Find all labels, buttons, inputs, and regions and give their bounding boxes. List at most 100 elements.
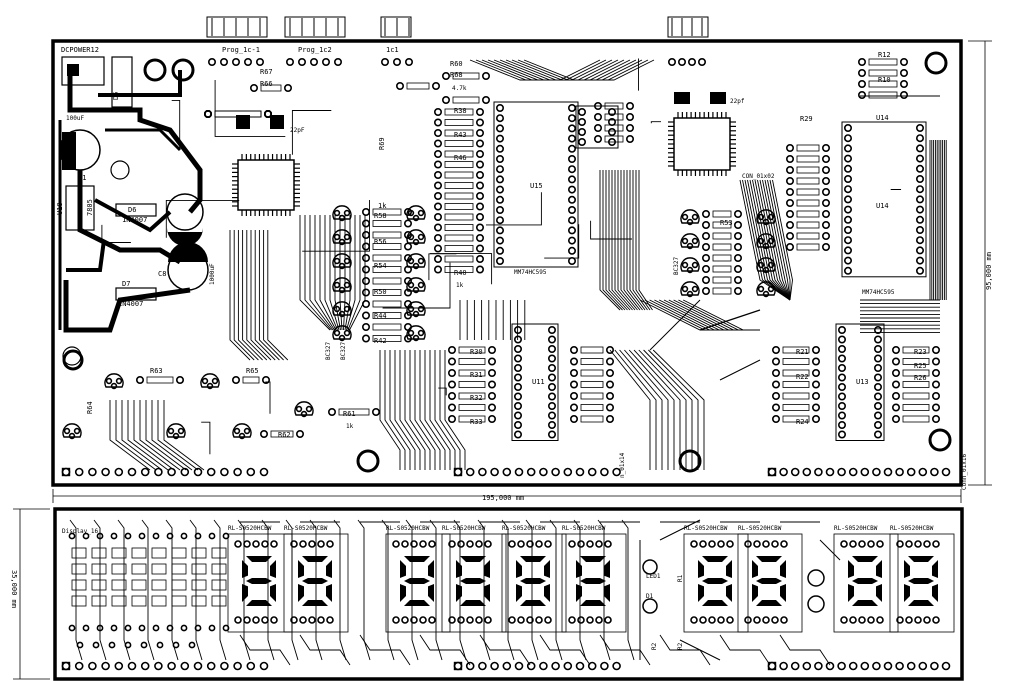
- resistor-body: [444, 213, 474, 221]
- segment: [752, 560, 758, 578]
- crystals: [236, 92, 726, 129]
- pad: [932, 540, 940, 548]
- pad: [567, 144, 576, 153]
- pad: [63, 427, 71, 435]
- pad: [843, 236, 852, 245]
- r50-label: R50: [374, 288, 387, 296]
- matrix-cell: [71, 595, 87, 607]
- pad: [547, 354, 556, 363]
- pad: [691, 237, 699, 245]
- pad: [290, 616, 298, 624]
- pad: [152, 624, 160, 632]
- pad: [785, 221, 794, 230]
- pad: [475, 171, 484, 180]
- pad: [447, 414, 456, 423]
- trace: [638, 349, 687, 470]
- trace: [141, 519, 155, 661]
- bottom-board-height-dimension: 35,000 mm: [10, 508, 50, 680]
- pad: [547, 363, 556, 372]
- pad: [595, 540, 603, 548]
- resistor-body: [712, 243, 732, 251]
- pad: [475, 213, 484, 222]
- pad: [569, 368, 578, 377]
- matrix-cell: [151, 547, 167, 559]
- pad: [361, 288, 370, 297]
- pad: [138, 624, 146, 632]
- trace: [77, 170, 182, 265]
- r68-value: 4.7k: [452, 85, 467, 92]
- power-section: [59, 56, 209, 366]
- pad: [686, 218, 694, 226]
- trace: [201, 421, 211, 455]
- pad: [514, 467, 524, 477]
- segment: [604, 584, 610, 602]
- display-part-label: RL-S0520HCBW: [890, 525, 934, 532]
- resistor-body: [444, 108, 474, 116]
- resistor-body: [452, 72, 480, 80]
- resistor-body: [458, 358, 486, 365]
- matrix-cell: [151, 595, 167, 607]
- matrix-cell: [71, 547, 87, 559]
- pad: [547, 325, 556, 334]
- matrix-cell: [191, 595, 207, 607]
- pad: [899, 80, 908, 89]
- trace: [324, 215, 338, 331]
- resistor-body: [580, 346, 604, 354]
- display-outline: [283, 533, 349, 633]
- pad: [300, 410, 308, 418]
- segment: [460, 556, 486, 562]
- resistor-body: [458, 381, 486, 388]
- bottom-board-outline: [53, 507, 964, 681]
- trace: [479, 634, 531, 666]
- transistor: [680, 281, 700, 296]
- pad: [825, 661, 835, 671]
- trace: [779, 634, 831, 666]
- pad: [785, 188, 794, 197]
- pad: [417, 281, 425, 289]
- trace: [649, 299, 701, 351]
- pad: [490, 467, 499, 477]
- r40-label: R40: [454, 269, 467, 277]
- pad: [895, 467, 904, 477]
- pad: [733, 254, 742, 263]
- pad: [681, 285, 689, 293]
- pad: [753, 616, 761, 624]
- resistor-arrays: [136, 57, 940, 438]
- r29-label: R29: [800, 115, 813, 123]
- trace: [254, 230, 276, 361]
- pad: [475, 540, 483, 548]
- matrix-cell: [191, 579, 207, 591]
- pad: [76, 641, 84, 649]
- conn-b-label: n_01x14: [619, 452, 626, 478]
- pad: [138, 532, 146, 540]
- pad: [811, 403, 820, 412]
- pad: [233, 661, 242, 671]
- top-board-height-dimension: 95,000 mm: [968, 40, 993, 486]
- trace: [632, 170, 648, 311]
- trace: [258, 230, 280, 361]
- resistor-body: [444, 255, 474, 263]
- pad: [873, 354, 882, 363]
- pad: [495, 185, 504, 194]
- bottom-copper-traces: [69, 519, 841, 666]
- pad: [206, 661, 216, 671]
- matrix-cell: [131, 547, 147, 559]
- trace: [644, 299, 760, 331]
- trace: [629, 170, 646, 311]
- pad: [604, 540, 612, 548]
- segment: [848, 584, 854, 602]
- pad: [326, 616, 334, 624]
- pad: [625, 135, 634, 144]
- mm-label-a: MM74HC595: [514, 269, 547, 276]
- pad: [923, 540, 931, 548]
- pad: [124, 641, 132, 649]
- resistor-body: [372, 289, 402, 296]
- pad: [701, 232, 710, 241]
- pad: [403, 208, 412, 217]
- pad: [899, 57, 908, 66]
- pad: [577, 540, 585, 548]
- resistor-body: [796, 210, 820, 218]
- trace: [614, 170, 633, 311]
- pad: [843, 246, 852, 255]
